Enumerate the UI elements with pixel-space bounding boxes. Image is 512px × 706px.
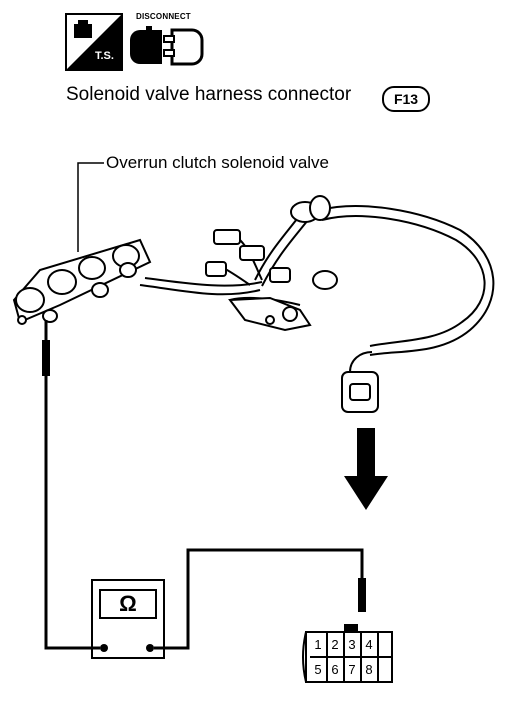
callout-leader-line: [77, 162, 104, 252]
ts-icon-label: T.S.: [95, 50, 114, 62]
connector-code-badge: F13: [382, 86, 430, 112]
test-leads: [44, 320, 364, 650]
disconnect-label: DISCONNECT: [136, 12, 191, 21]
probe-tips: [42, 340, 366, 632]
ts-icon: [65, 13, 123, 71]
f13-harness-connector: [341, 351, 379, 413]
connector-pin-grid: [302, 631, 393, 683]
pin-8: 8: [365, 662, 373, 677]
pin-6: 6: [331, 662, 339, 677]
pin-4: 4: [365, 637, 373, 652]
pin-7: 7: [348, 662, 356, 677]
arrow-down-icon: [344, 428, 388, 510]
overrun-clutch-valve-label: Overrun clutch solenoid valve: [106, 153, 330, 172]
pin-3: 3: [348, 637, 356, 652]
harness-clips: [205, 195, 338, 332]
solenoid-valve-assembly: [12, 238, 152, 325]
disconnect-connector-icon: [130, 26, 204, 66]
ohmmeter: [91, 579, 165, 659]
pin-2: 2: [331, 637, 339, 652]
pin-1: 1: [314, 637, 322, 652]
pin-5: 5: [314, 662, 322, 677]
ohm-symbol: Ω: [119, 591, 137, 616]
page-title: Solenoid valve harness connector: [66, 84, 352, 105]
